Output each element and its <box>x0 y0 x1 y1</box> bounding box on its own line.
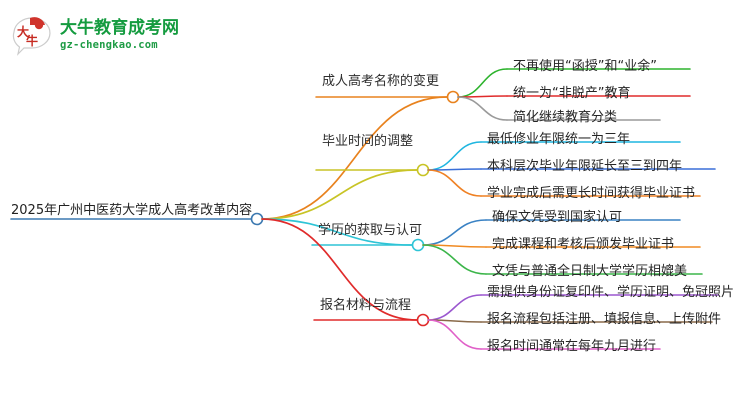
branch-node-label[interactable]: 成人高考名称的变更 <box>322 74 440 89</box>
daniu-logo-icon: 大 牛 <box>8 12 56 58</box>
leaf-node-label[interactable]: 完成课程和考核后颁发毕业证书 <box>492 237 675 252</box>
leaf-node-label[interactable]: 本科层次毕业年限延长至三到四年 <box>487 159 683 174</box>
leaf-node-label[interactable]: 报名流程包括注册、填报信息、上传附件 <box>487 312 722 327</box>
leaf-node-label[interactable]: 统一为“非脱产”教育 <box>513 86 631 101</box>
logo-title: 大牛教育成考网 <box>60 17 179 38</box>
leaf-node-label[interactable]: 简化继续教育分类 <box>513 110 618 125</box>
branch-node-label[interactable]: 报名材料与流程 <box>320 298 412 313</box>
leaf-node-label[interactable]: 报名时间通常在每年九月进行 <box>487 339 657 354</box>
branch-node-label[interactable]: 学历的获取与认可 <box>318 223 423 238</box>
branch-node-label[interactable]: 毕业时间的调整 <box>322 134 414 149</box>
logo-subtitle: gz-chengkao.com <box>60 38 158 51</box>
leaf-node-label[interactable]: 最低修业年限统一为三年 <box>487 132 631 147</box>
leaf-node-label[interactable]: 确保文凭受到国家认可 <box>492 210 623 225</box>
root-node-label[interactable]: 2025年广州中医药大学成人高考改革内容 <box>11 203 253 218</box>
site-logo: 大 牛 大牛教育成考网 gz-chengkao.com <box>8 8 188 62</box>
leaf-node-label[interactable]: 不再使用“函授”和“业余” <box>513 59 657 74</box>
logo-text-block: 大牛教育成考网 gz-chengkao.com <box>60 17 179 51</box>
leaf-node-label[interactable]: 文凭与普通全日制大学学历相媲美 <box>492 264 688 279</box>
leaf-node-label[interactable]: 学业完成后需更长时间获得毕业证书 <box>487 186 696 201</box>
svg-text:大: 大 <box>17 24 29 39</box>
leaf-node-label[interactable]: 需提供身份证复印件、学历证明、免冠照片 <box>487 285 735 300</box>
svg-text:牛: 牛 <box>26 33 38 48</box>
